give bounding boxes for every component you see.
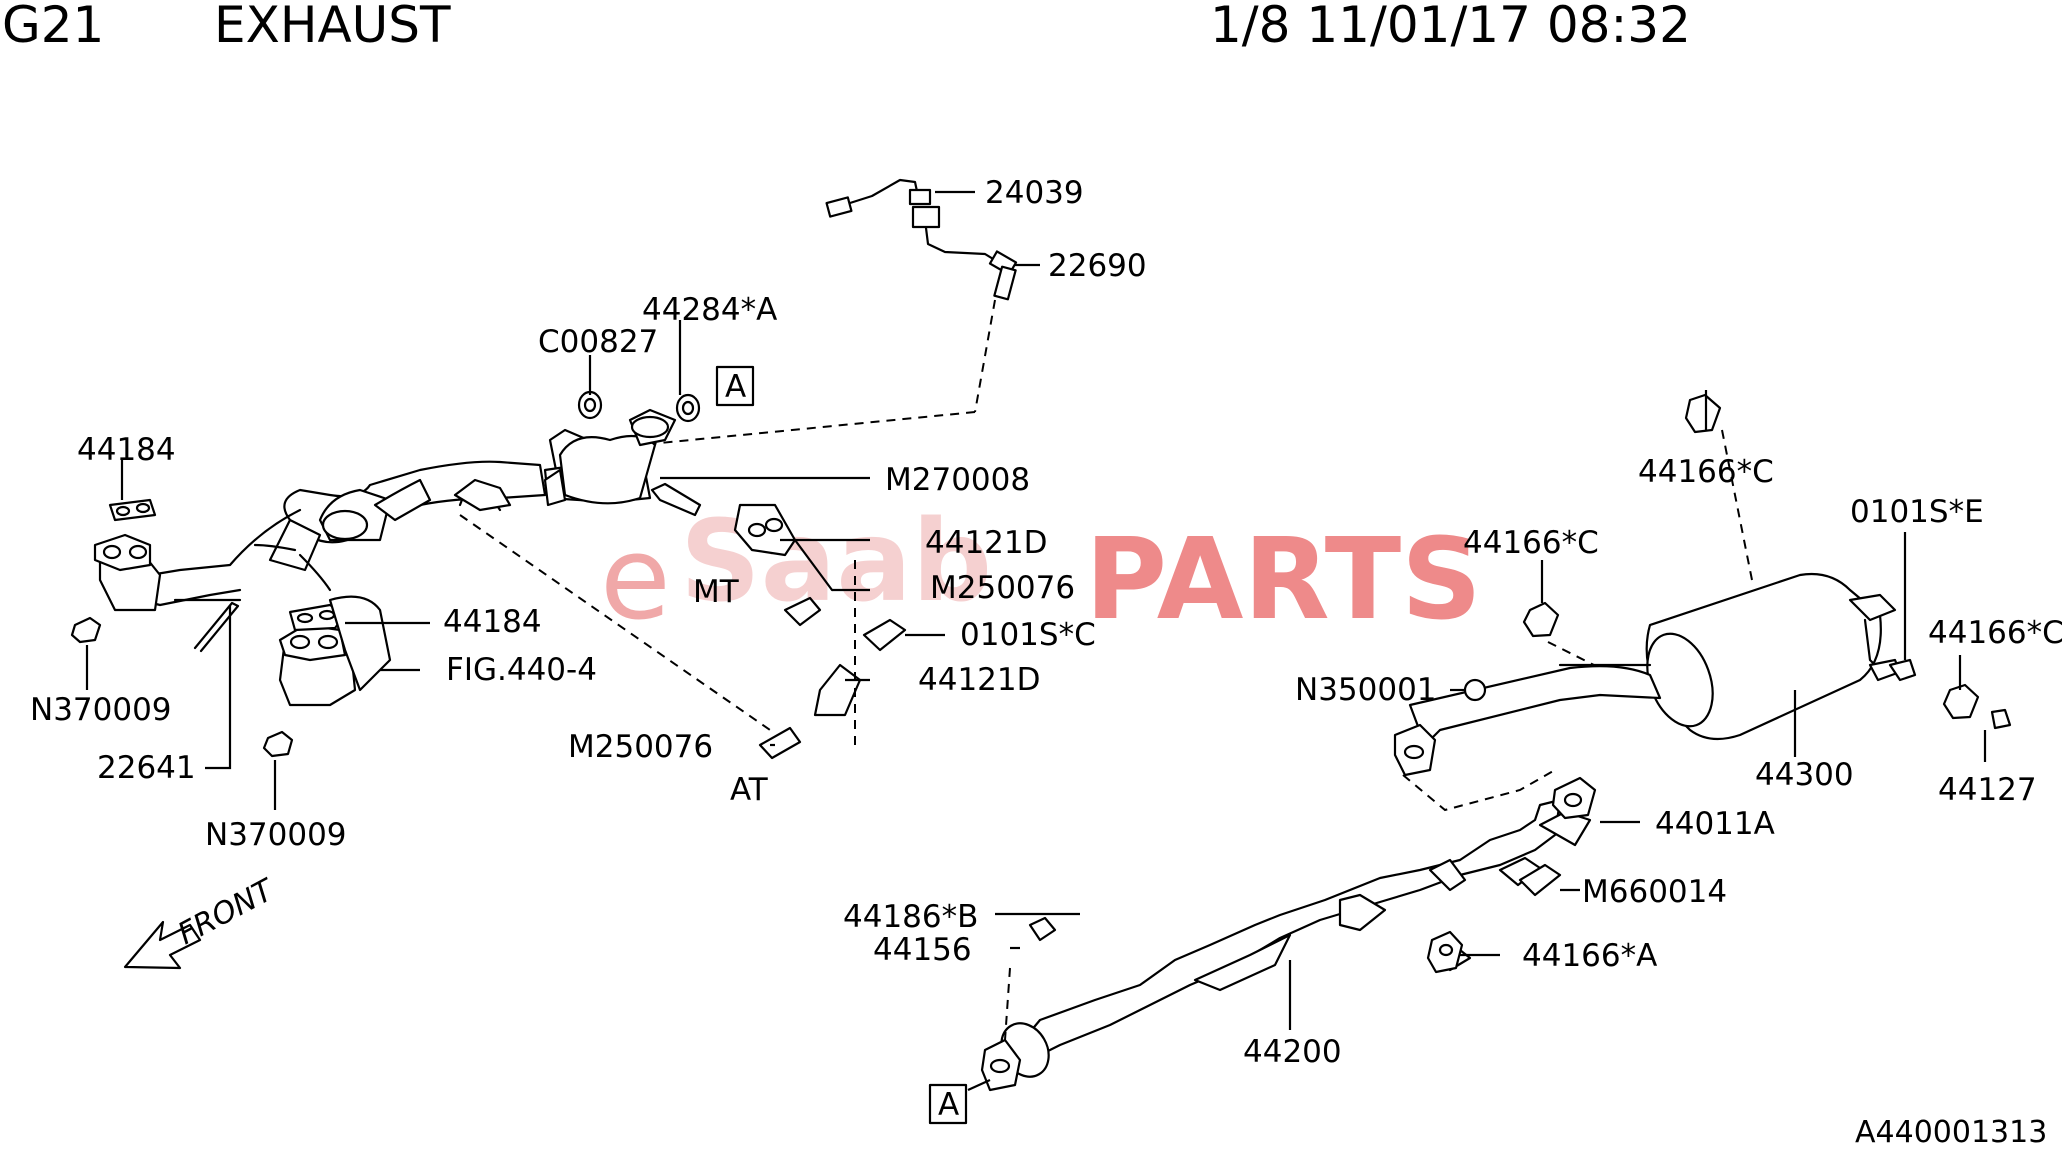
callout-44284a: 44284*A bbox=[642, 292, 777, 328]
callout-n370009-left: N370009 bbox=[30, 692, 172, 728]
watermark-prefix: e bbox=[600, 512, 671, 646]
callout-22690: 22690 bbox=[1048, 248, 1147, 284]
callout-44300: 44300 bbox=[1755, 757, 1854, 793]
rubber-hangers bbox=[1426, 863, 1562, 974]
callout-44184-mid: 44184 bbox=[443, 604, 542, 640]
callout-0101sc: 0101S*C bbox=[960, 617, 1096, 653]
leader-lines bbox=[85, 190, 1987, 1092]
drawing-id: A440001313 bbox=[1855, 1115, 2047, 1149]
ref-a-bottom-label: A bbox=[938, 1087, 959, 1123]
callout-44166c-right: 44166*C bbox=[1928, 615, 2062, 651]
oxygen-sensor-22690 bbox=[639, 178, 1018, 446]
callout-24039: 24039 bbox=[985, 175, 1084, 211]
callout-m250076-mt: M250076 bbox=[930, 570, 1075, 606]
callout-fig-440-4: FIG.440-4 bbox=[446, 652, 597, 688]
callout-m270008: M270008 bbox=[885, 462, 1030, 498]
callout-44166a: 44166*A bbox=[1522, 938, 1657, 974]
callout-44184-top: 44184 bbox=[77, 432, 176, 468]
callout-c00827: C00827 bbox=[538, 324, 658, 360]
callout-44166c-mid: 44166*C bbox=[1463, 525, 1599, 561]
callout-44011a: 44011A bbox=[1655, 806, 1775, 842]
page-info: 1/8 11/01/17 08:32 bbox=[1210, 0, 1691, 54]
callout-44121d-mt: 44121D bbox=[925, 525, 1048, 561]
callout-m250076-at: M250076 bbox=[568, 729, 713, 765]
ref-box-a-bottom bbox=[928, 1083, 968, 1125]
at-label: AT bbox=[730, 772, 769, 808]
front-arrow: FRONT bbox=[123, 872, 282, 970]
callout-labels: 24039 22690 44284*A C00827 44184 M270008… bbox=[30, 175, 2062, 1149]
callout-n370009-bottom: N370009 bbox=[205, 817, 347, 853]
callout-22641: 22641 bbox=[97, 750, 196, 786]
diagram-code: G21 bbox=[2, 0, 105, 54]
callout-44200: 44200 bbox=[1243, 1034, 1342, 1070]
exhaust-manifold-right bbox=[193, 595, 392, 758]
callout-m660014: M660014 bbox=[1582, 874, 1727, 910]
callout-44186b: 44186*B bbox=[843, 899, 978, 935]
intermediate-pipe bbox=[1393, 665, 1662, 812]
callout-44156: 44156 bbox=[873, 932, 972, 968]
mt-label: MT bbox=[693, 574, 740, 610]
front-catalytic-pipe bbox=[138, 408, 677, 607]
ref-a-top-label: A bbox=[725, 369, 746, 405]
watermark-suffix: PARTS bbox=[1085, 515, 1482, 645]
front-label: FRONT bbox=[172, 872, 281, 952]
watermark-middle: Saab bbox=[680, 497, 992, 627]
diagram-title: EXHAUST bbox=[214, 0, 451, 54]
callout-44166c-top: 44166*C bbox=[1638, 454, 1774, 490]
ref-box-a-top bbox=[715, 365, 755, 407]
watermark: e Saab PARTS bbox=[600, 497, 1482, 646]
callout-44121d-at: 44121D bbox=[918, 662, 1041, 698]
rear-muffler-44300 bbox=[1522, 393, 2012, 741]
exhaust-manifold-left bbox=[70, 498, 162, 644]
callout-0101se: 0101S*E bbox=[1850, 494, 1984, 530]
callout-44127: 44127 bbox=[1938, 772, 2037, 808]
callout-n350001: N350001 bbox=[1295, 672, 1437, 708]
